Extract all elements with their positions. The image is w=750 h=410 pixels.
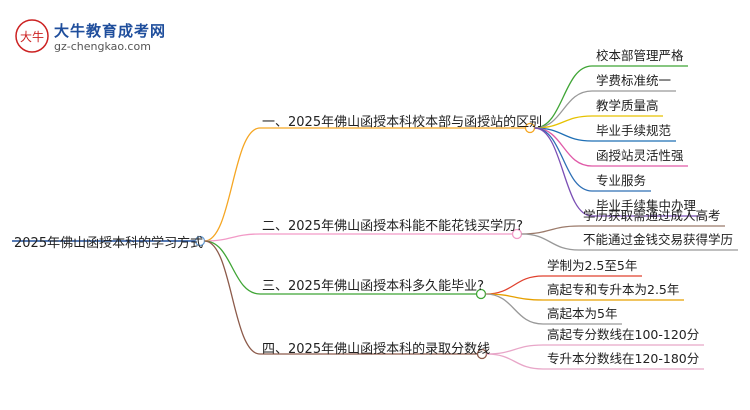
logo-mark: 大牛 <box>15 19 49 53</box>
leaf-connector <box>534 90 593 129</box>
leaf-connector <box>485 275 544 295</box>
leaf-node[interactable]: 不能通过金钱交易获得学历 <box>583 232 734 247</box>
branch-node[interactable]: 三、2025年佛山函授本科多久能毕业? <box>262 279 484 294</box>
logo-name: 大牛教育成考网 <box>54 22 167 40</box>
branch-connector <box>204 127 261 242</box>
leaf-node[interactable]: 专业服务 <box>596 173 647 188</box>
branch-connector <box>204 233 261 242</box>
leaf-connector <box>521 225 580 235</box>
leaf-connector <box>534 127 593 167</box>
leaf-node[interactable]: 学费标准统一 <box>596 73 672 88</box>
leaf-node[interactable]: 学制为2.5至5年 <box>547 258 638 273</box>
leaf-node[interactable]: 毕业手续集中办理 <box>596 198 697 213</box>
leaf-node[interactable]: 学历获取需通过成人高考 <box>583 208 721 223</box>
leaf-connector <box>486 344 544 355</box>
leaf-node[interactable]: 毕业手续规范 <box>596 123 672 138</box>
leaf-node[interactable]: 高起专分数线在100-120分 <box>547 327 700 342</box>
leaf-node[interactable]: 校本部管理严格 <box>596 48 684 63</box>
branch-connector <box>204 240 261 295</box>
logo-url: gz-chengkao.com <box>54 40 151 53</box>
leaf-node[interactable]: 专升本分数线在120-180分 <box>547 351 700 366</box>
logo-glyph: 大牛 <box>20 29 44 44</box>
leaf-connector <box>534 65 593 129</box>
leaf-connector <box>486 353 544 370</box>
branch-node[interactable]: 四、2025年佛山函授本科的录取分数线 <box>262 342 491 357</box>
branch-node[interactable]: 二、2025年佛山函授本科能不能花钱买学历? <box>262 219 523 234</box>
branch-connector <box>204 240 261 355</box>
leaf-connector <box>534 127 593 192</box>
leaf-connector <box>521 233 580 251</box>
leaf-node[interactable]: 高起本为5年 <box>547 306 618 321</box>
leaf-node[interactable]: 教学质量高 <box>596 98 659 113</box>
site-logo[interactable]: 大牛 大牛教育成考网 gz-chengkao.com <box>14 18 194 58</box>
root-node[interactable]: 2025年佛山函授本科的学习方式 <box>14 236 204 251</box>
mind-map-links <box>12 65 738 370</box>
branch-node[interactable]: 一、2025年佛山函授本科校本部与函授站的区别 <box>262 115 543 130</box>
leaf-connector <box>534 115 593 129</box>
leaf-connector <box>485 293 544 325</box>
leaf-node[interactable]: 高起专和专升本为2.5年 <box>547 282 680 297</box>
leaf-connector <box>534 127 593 217</box>
leaf-node[interactable]: 函授站灵活性强 <box>596 148 684 163</box>
